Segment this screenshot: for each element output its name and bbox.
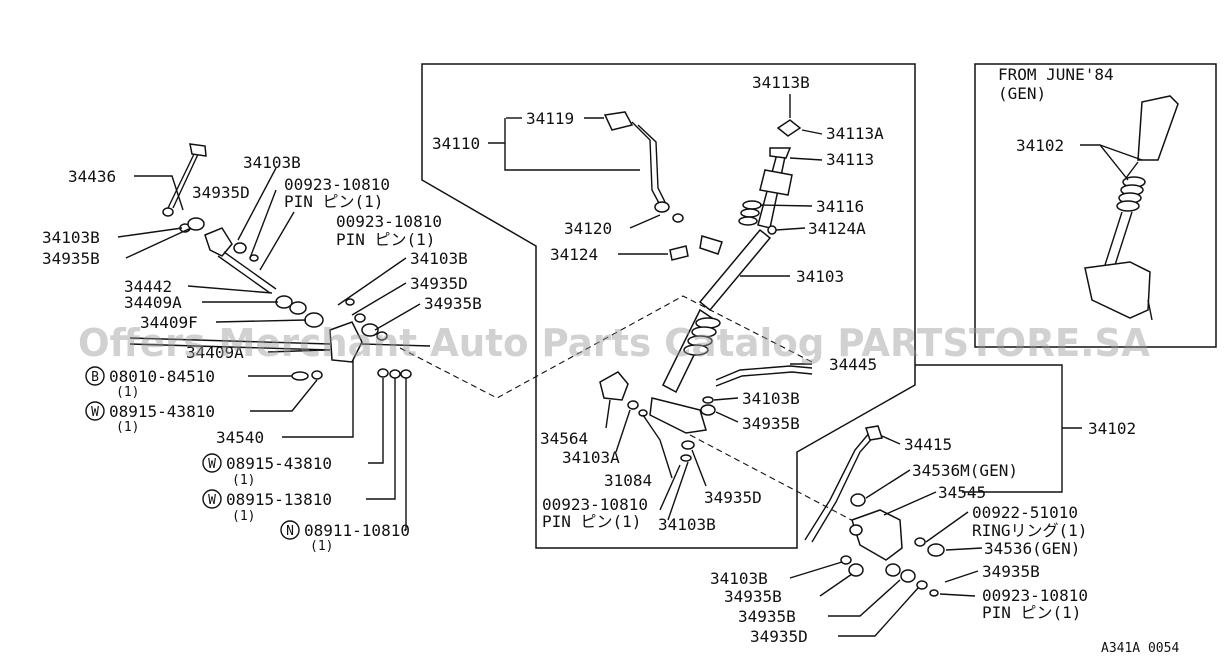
label-31084: 31084 [604,471,652,490]
label-34442: 34442 [124,277,172,296]
label-34545: 34545 [938,483,986,502]
label-34103b-mid: 34103B [410,249,468,268]
label-n-qty: (1) [310,539,333,554]
label-34102-inset: 34102 [1016,136,1064,155]
label-34116: 34116 [816,197,864,216]
inset-title-line1: FROM JUNE'84 [998,65,1114,84]
circle-symbol-w1: W [85,401,105,421]
left-rod-assembly [129,143,431,381]
circle-letter-w1: W [91,405,99,420]
circle-symbol-w2: W [202,453,222,473]
label-n-code: 08911-10810 [304,521,410,540]
label-34103b-top: 34103B [243,153,301,172]
label-34113a: 34113A [826,124,884,143]
inset-lever-assembly [1084,95,1179,321]
label-w-code3: 08915-13810 [226,490,332,509]
label-w-qty3: (1) [232,509,255,524]
circle-letter-b: B [91,370,99,385]
label-34415: 34415 [904,435,952,454]
label-pin-center: PIN ピン(1) [542,512,641,531]
label-34536: 34536(GEN) [984,539,1080,558]
label-b-qty: (1) [116,385,139,400]
label-34536m: 34536M(GEN) [912,461,1018,480]
label-pin-bottom: PIN ピン(1) [982,603,1081,622]
label-34124: 34124 [550,245,598,264]
label-34103b-center-bottom: 34103B [658,515,716,534]
label-34103b-center: 34103B [742,389,800,408]
label-34103b-left: 34103B [42,228,100,247]
label-w-qty1: (1) [116,420,139,435]
label-34113: 34113 [826,150,874,169]
bottom-linkage-assembly [804,425,945,597]
dashed-link-upper [399,295,813,399]
figure-reference: A341A 0054 [1101,641,1179,656]
shift-lever-assembly [599,111,813,462]
circle-symbol-n: N [280,520,300,540]
label-34436: 34436 [68,167,116,186]
label-34120: 34120 [564,219,612,238]
label-00923-top1: 00923-10810 [284,175,390,194]
circle-letter-w2: W [208,457,216,472]
label-34935b-left: 34935B [42,249,100,268]
label-34935d-center: 34935D [704,488,762,507]
label-34119: 34119 [526,109,574,128]
label-34564: 34564 [540,429,588,448]
inset-title-line2: (GEN) [998,84,1046,103]
label-34935b-mid: 34935B [424,294,482,313]
label-34935b-center: 34935B [742,414,800,433]
label-34103: 34103 [796,267,844,286]
label-w-code2: 08915-43810 [226,454,332,473]
circle-symbol-w3: W [202,489,222,509]
label-34935b-bottom-right: 34935B [982,562,1040,581]
label-34540: 34540 [216,428,264,447]
watermark: Offers Merchant Auto Parts Catalog PARTS… [78,321,1151,365]
label-pin-top2: PIN ピン(1) [336,230,435,249]
center-detail-frame [421,63,916,549]
label-34409f: 34409F [140,313,198,332]
label-w-qty2: (1) [232,473,255,488]
label-00923-center: 00923-10810 [542,495,648,514]
circle-letter-n: N [286,524,294,539]
label-34935b-bottom-1: 34935B [724,587,782,606]
label-34445: 34445 [829,355,877,374]
label-00923-bottom: 00923-10810 [982,586,1088,605]
label-34935b-bottom-2: 34935B [738,607,796,626]
label-34935d-bottom: 34935D [750,627,808,646]
label-w-code1: 08915-43810 [109,402,215,421]
label-34409a-2: 34409A [186,343,244,362]
circle-letter-w3: W [208,493,216,508]
label-34409a: 34409A [124,293,182,312]
label-34103a: 34103A [562,448,620,467]
label-34102: 34102 [1088,419,1136,438]
label-34935d-mid: 34935D [410,274,468,293]
label-00923-top2: 00923-10810 [336,212,442,231]
circle-symbol-b: B [85,366,105,386]
label-00922: 00922-51010 [972,503,1078,522]
label-b-code: 08010-84510 [109,367,215,386]
label-ring: RINGリング(1) [972,521,1087,540]
label-34103b-bottom: 34103B [710,569,768,588]
label-pin-top1: PIN ピン(1) [284,192,383,211]
leader-lines [117,94,1143,637]
label-34113b: 34113B [752,73,810,92]
label-34124a: 34124A [808,219,866,238]
label-34935d-top: 34935D [192,183,250,202]
label-34110: 34110 [432,134,480,153]
dashed-link-lower [689,434,881,536]
inset-frame [974,63,1217,348]
